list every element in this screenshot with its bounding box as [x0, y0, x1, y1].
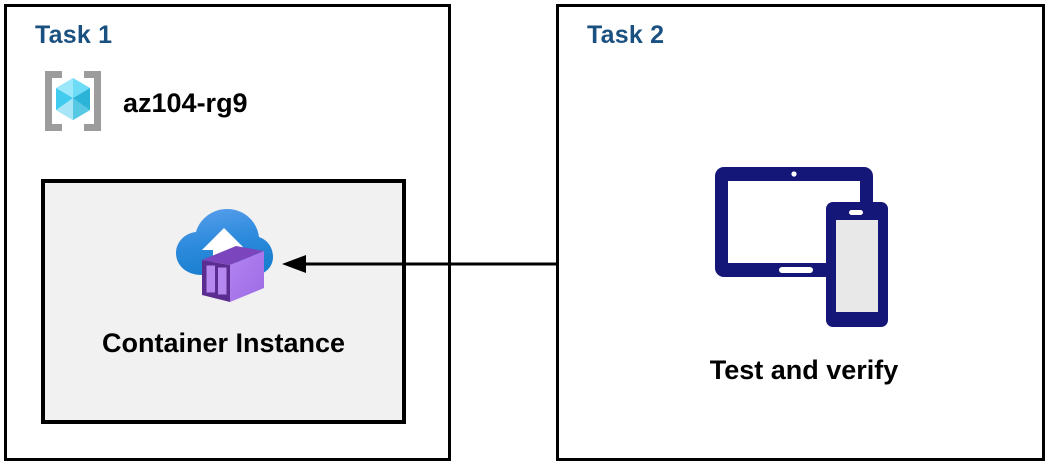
- task-2-label: Task 2: [587, 21, 665, 49]
- resource-group-name: az104-rg9: [123, 88, 248, 118]
- azure-resource-group-icon: [37, 65, 109, 142]
- task-1-panel: Task 1: [4, 4, 451, 461]
- container-instance-label: Container Instance: [101, 328, 346, 358]
- azure-container-instance-icon: [172, 203, 276, 308]
- task-2-panel: Task 2 Test and verif: [556, 4, 1045, 461]
- task-1-label: Task 1: [35, 21, 113, 49]
- container-instance-card: Container Instance: [41, 179, 406, 424]
- devices-block: Test and verify: [654, 162, 954, 386]
- resource-group-row: az104-rg9: [37, 65, 248, 142]
- devices-label: Test and verify: [709, 355, 899, 385]
- tablet-and-phone-devices-icon: [709, 162, 899, 337]
